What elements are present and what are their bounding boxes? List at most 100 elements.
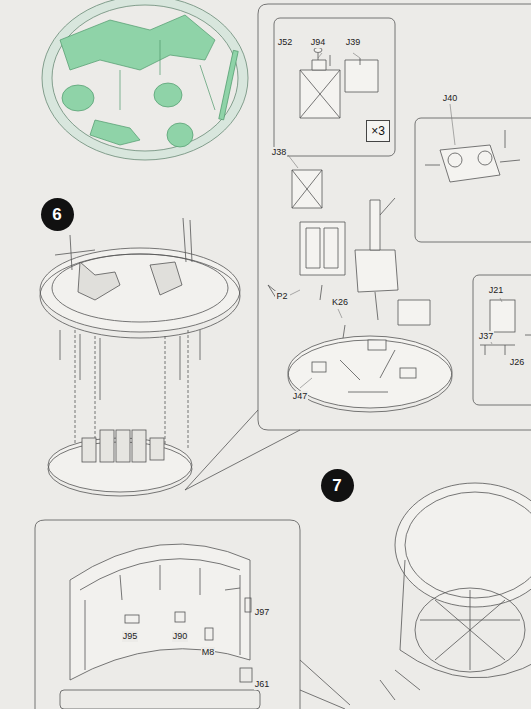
turret-basket: [100, 430, 114, 462]
sprue-parts: [90, 120, 140, 145]
parts: [345, 60, 378, 92]
turret-basket: [55, 235, 95, 270]
node-text: 6: [52, 206, 61, 223]
part-number: J47: [292, 391, 309, 402]
parts: [478, 151, 492, 165]
callout-panel: [415, 118, 531, 242]
lower-panel: [205, 628, 213, 640]
step7-ring: [380, 670, 420, 700]
turret-basket: [82, 438, 96, 462]
sprue-ring: [42, 0, 248, 160]
lower-panel: [35, 520, 350, 709]
step7-ring: [380, 483, 531, 700]
sprue-parts: [167, 123, 193, 147]
part-number: J40: [442, 93, 459, 104]
turret-basket: [132, 430, 146, 462]
parts: [370, 200, 380, 250]
lower-panel: [125, 615, 139, 623]
turret-basket: [52, 254, 228, 322]
lower-panel: [300, 660, 350, 709]
part-number: J97: [254, 607, 271, 618]
turret-basket: [116, 430, 130, 462]
parts: [380, 198, 395, 215]
parts: [268, 48, 531, 413]
parts: [288, 336, 452, 408]
part-number: J37: [478, 331, 495, 342]
sprue-parts: [120, 40, 215, 110]
part-number: K26: [331, 297, 349, 308]
part-number: J39: [345, 37, 362, 48]
turret-basket: [185, 410, 300, 490]
parts: [312, 362, 326, 372]
part-number: J21: [488, 285, 505, 296]
turret-basket: [150, 262, 182, 295]
callout-panel: [258, 4, 531, 430]
parts: [340, 350, 395, 392]
parts: [398, 300, 430, 325]
parts: [440, 145, 500, 182]
part-number: P2: [275, 291, 288, 302]
lower-panel: [70, 544, 250, 680]
turret-basket: [40, 254, 240, 338]
part-number: J38: [271, 147, 288, 158]
part-number: J90: [172, 631, 189, 642]
callout-panel: [274, 18, 395, 156]
parts: [400, 368, 416, 378]
part-number: J95: [122, 631, 139, 642]
parts: [425, 130, 520, 165]
lower-panel: [120, 565, 240, 600]
step-number: 7: [321, 469, 354, 502]
parts: [300, 70, 340, 118]
sprue-parts: [62, 85, 94, 111]
parts: [368, 340, 386, 350]
sprue-parts: [219, 50, 238, 120]
turret-basket: [78, 262, 120, 300]
parts: [292, 170, 322, 208]
turret-basket: [183, 218, 192, 262]
sprue-parts: [60, 15, 238, 147]
parts: [448, 153, 462, 167]
sprue-parts: [60, 15, 215, 70]
turret-basket: [60, 330, 200, 400]
parts: [355, 250, 398, 292]
part-number: J61: [254, 679, 271, 690]
parts: [490, 300, 515, 332]
quantity-box: ×3: [366, 120, 390, 142]
node-text: ×3: [371, 125, 385, 137]
callout-panel: [258, 4, 531, 430]
turret-basket: [40, 218, 300, 496]
parts: [306, 228, 338, 268]
step7-ring: [400, 560, 531, 678]
step7-ring: [415, 588, 525, 672]
sprue-ring: [42, 0, 248, 160]
parts: [314, 48, 322, 53]
lower-panel: [60, 690, 260, 709]
lower-panel: [245, 598, 251, 612]
node-text: 7: [332, 477, 341, 494]
leader-lines: [288, 53, 502, 388]
lower-panel: [35, 520, 300, 709]
part-number: J26: [509, 357, 526, 368]
turret-basket: [75, 330, 188, 452]
parts: [288, 340, 452, 412]
turret-basket: [150, 438, 164, 460]
leader-lines: [288, 53, 502, 388]
callout-panel: [473, 275, 531, 405]
lower-panel: [175, 612, 185, 622]
parts: [312, 60, 326, 70]
parts: [318, 53, 360, 66]
lower-panel: [240, 668, 252, 682]
turret-basket: [40, 248, 240, 332]
step7-ring: [420, 590, 520, 670]
parts: [292, 170, 322, 208]
step-number: 6: [41, 198, 74, 231]
sprue-ring: [52, 5, 238, 151]
parts: [300, 70, 340, 118]
step7-ring: [405, 492, 531, 598]
part-number: J94: [310, 37, 327, 48]
parts: [300, 222, 345, 275]
part-number: M8: [201, 647, 216, 658]
lower-panel: [80, 559, 240, 670]
